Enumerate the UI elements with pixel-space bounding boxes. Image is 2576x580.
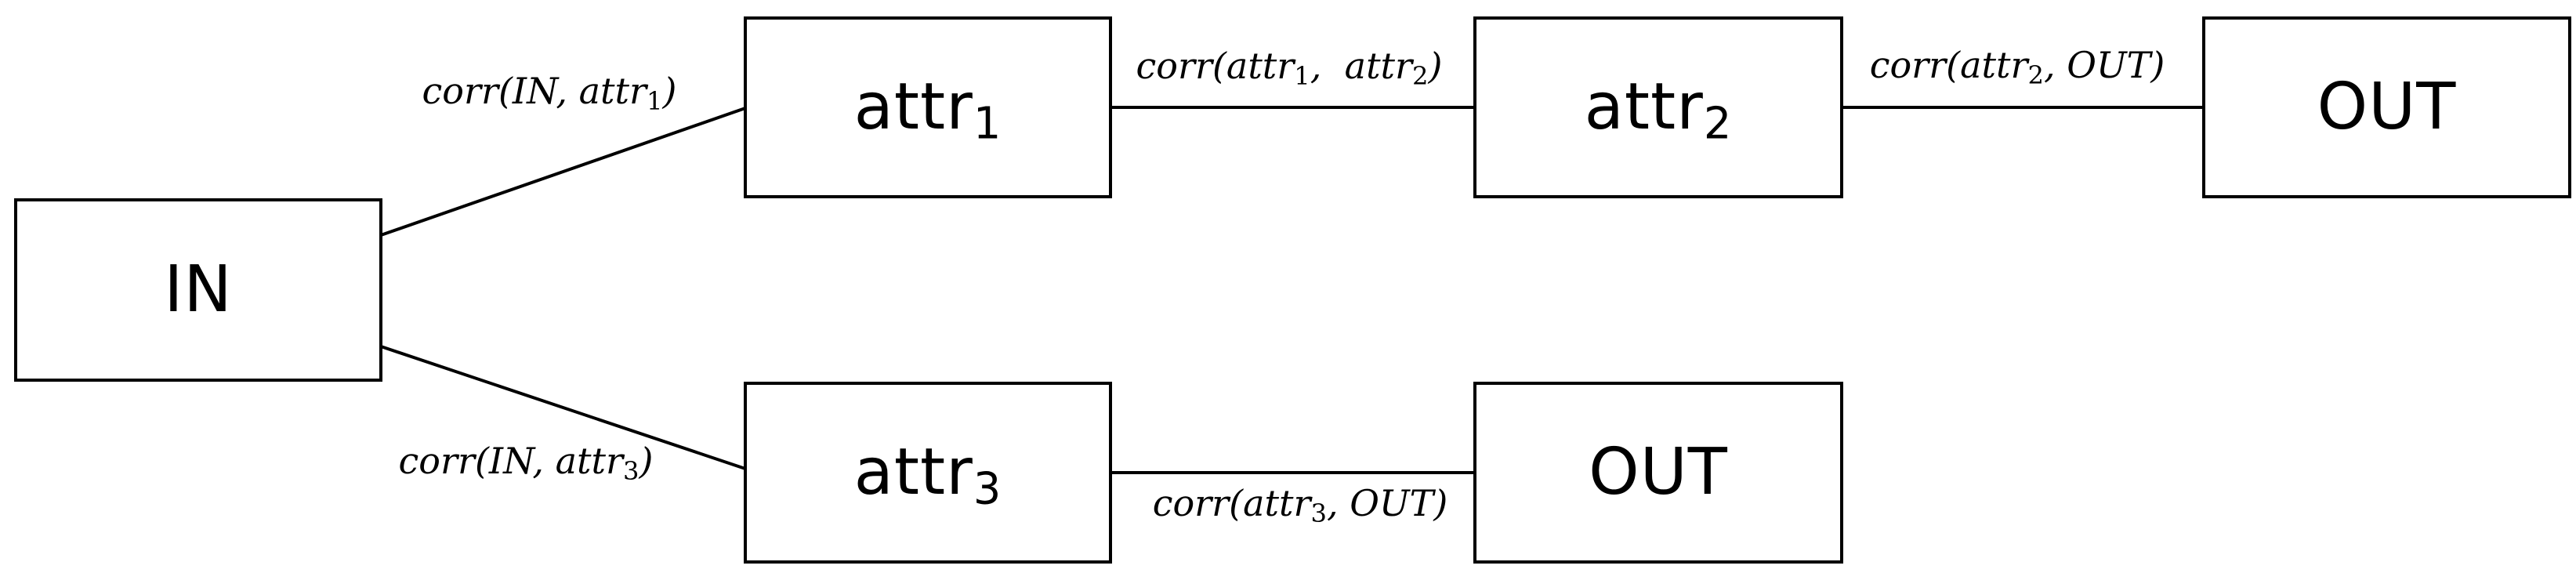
label-text: )	[662, 70, 677, 112]
label-subscript: 1	[647, 86, 663, 117]
node-label-in: IN	[164, 258, 233, 322]
label-subscript: 2	[1412, 61, 1429, 92]
label-text: corr(attr	[1152, 482, 1311, 524]
label-text: attr	[1584, 70, 1704, 144]
label-text: corr(attr	[1136, 45, 1295, 87]
label-text: OUT	[2317, 70, 2457, 144]
label-text: )	[639, 440, 654, 482]
node-attr2: attr2	[1473, 16, 1843, 198]
label-text: , attr	[1310, 45, 1413, 87]
edge-line-in-attr3	[380, 345, 746, 470]
edge-line-in-attr1	[380, 107, 746, 237]
edge-label-corr-in-attr1: corr(IN, attr1)	[422, 70, 677, 114]
label-text: , OUT)	[2043, 44, 2165, 86]
label-text: IN	[164, 252, 233, 327]
node-label-attr1: attr1	[854, 75, 1002, 146]
edge-label-corr-attr1-attr2: corr(attr1, attr2)	[1136, 45, 1443, 89]
node-out-bottom: OUT	[1473, 382, 1843, 564]
label-text: , OUT)	[1326, 482, 1448, 524]
label-text: OUT	[1589, 435, 1728, 509]
label-text: corr(IN, attr	[398, 440, 624, 482]
node-label-out-top: OUT	[2317, 75, 2457, 140]
label-subscript: 2	[1703, 98, 1733, 150]
label-text: corr(IN, attr	[422, 70, 647, 112]
edge-label-corr-in-attr3: corr(IN, attr3)	[398, 440, 654, 484]
node-label-attr3: attr3	[854, 440, 1002, 511]
label-subscript: 3	[1310, 498, 1327, 529]
label-subscript: 3	[623, 456, 639, 487]
label-subscript: 2	[2027, 60, 2044, 91]
label-subscript: 3	[973, 463, 1002, 515]
node-label-out-bottom: OUT	[1589, 440, 1728, 505]
label-text: attr	[853, 70, 973, 144]
label-subscript: 1	[1294, 61, 1310, 92]
node-attr3: attr3	[744, 382, 1112, 564]
edge-label-corr-attr2-out: corr(attr2, OUT)	[1869, 44, 2165, 88]
edge-label-corr-attr3-out: corr(attr3, OUT)	[1152, 482, 1448, 526]
node-out-top: OUT	[2202, 16, 2571, 198]
node-attr1: attr1	[744, 16, 1112, 198]
label-text: corr(attr	[1869, 44, 2028, 86]
label-text: attr	[853, 435, 973, 509]
node-in: IN	[14, 198, 382, 382]
label-text: )	[1428, 45, 1443, 87]
label-subscript: 1	[973, 98, 1002, 150]
node-label-attr2: attr2	[1585, 75, 1733, 146]
